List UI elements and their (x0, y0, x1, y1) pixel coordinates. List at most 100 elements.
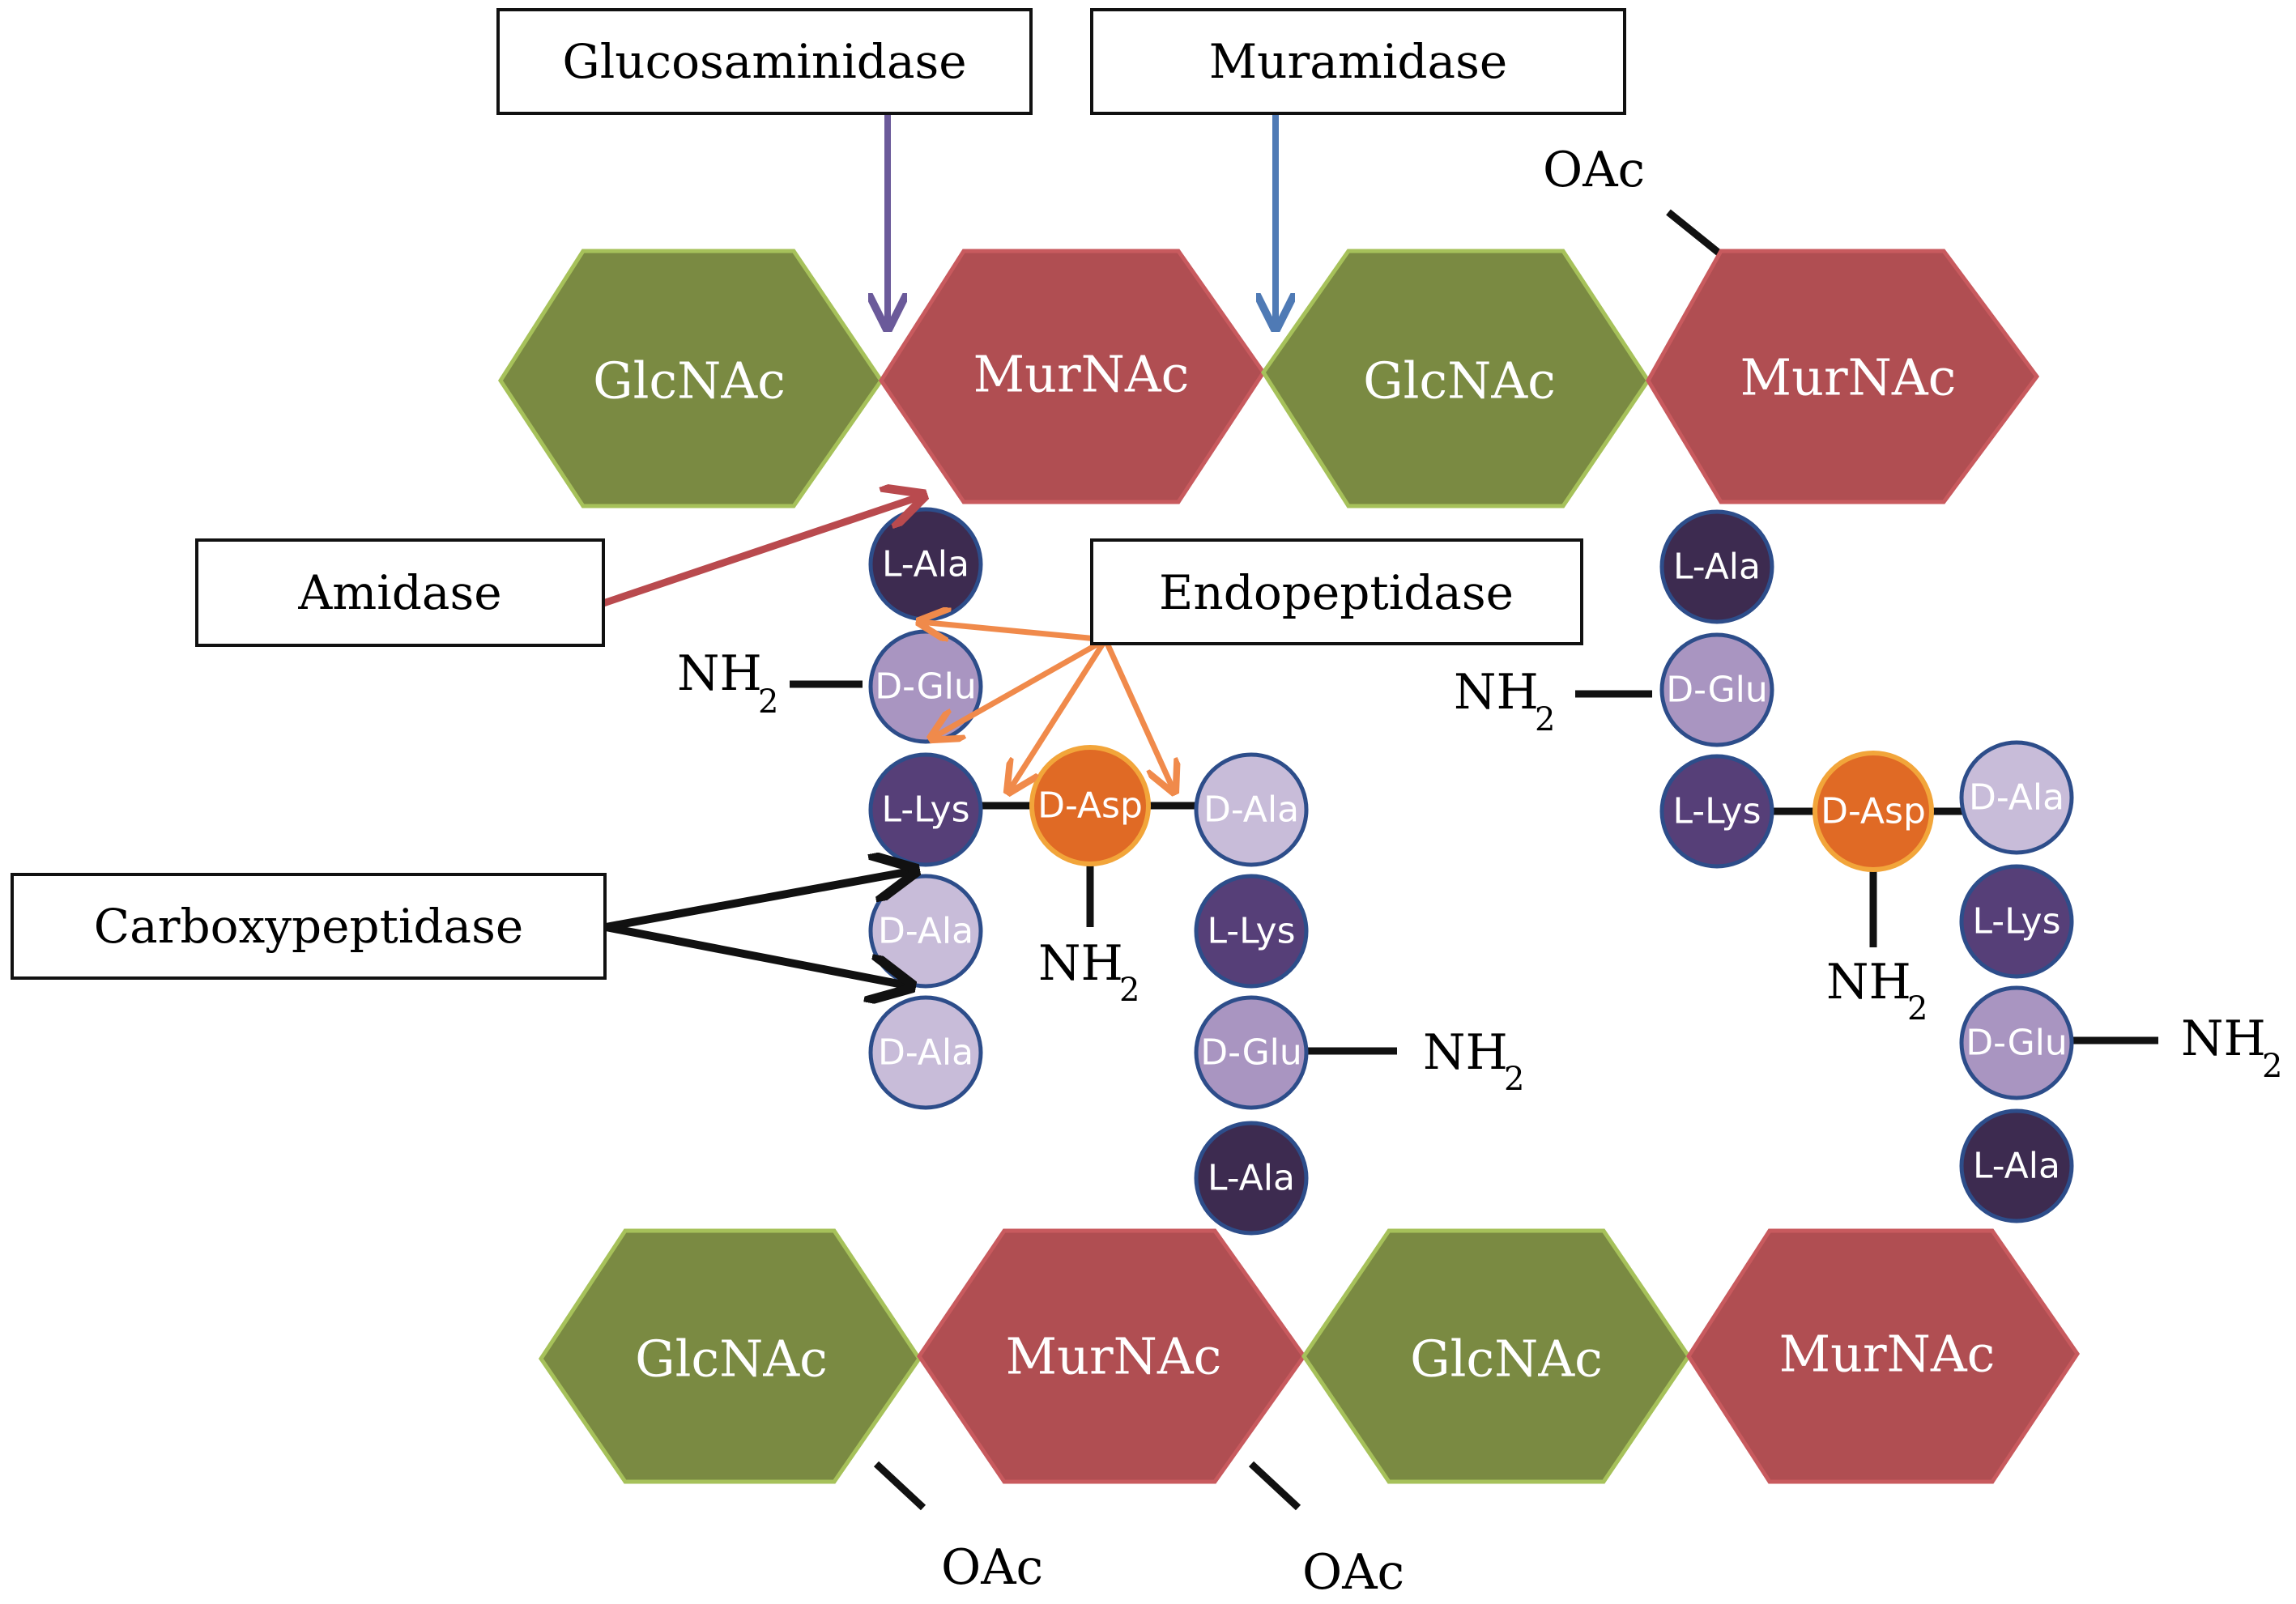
stem-peptide-right-labels: L-Ala D-Glu L-Lys (1666, 547, 1768, 832)
nh-text: NH (1038, 935, 1123, 992)
nh2-label: NH 2 (1454, 664, 1555, 738)
residue-label: L-Lys (881, 789, 969, 831)
glycan-strand-top: GlcNAc MurNAc GlcNAc MurNAc (498, 249, 2040, 508)
murnac-hexagon (1686, 1228, 2081, 1484)
nh-text: NH (1423, 1024, 1508, 1081)
residue-label: D-Glu (1200, 1032, 1302, 1074)
residue-label: L-Lys (1672, 791, 1761, 832)
murnac-label: MurNAc (1006, 1327, 1222, 1386)
residue-l-lys (1659, 754, 1774, 869)
residue-label: D-Glu (1966, 1023, 2068, 1064)
endopeptidase-arrow (931, 636, 1109, 738)
enzyme-box (195, 538, 605, 647)
murnac-label: MurNAc (973, 345, 1190, 404)
cross-peptide-left-labels: D-Ala L-Lys D-Glu L-Ala (1200, 789, 1302, 1199)
residue-label: L-Lys (1207, 911, 1295, 952)
enzyme-box (1090, 538, 1583, 645)
nh2-label: NH 2 (1826, 954, 1928, 1027)
carboxypeptidase-arrow (602, 870, 915, 931)
bond-lines (790, 209, 2158, 1511)
oac-label: OAc (941, 1539, 1043, 1596)
murnac-label: MurNAc (1779, 1325, 1996, 1384)
nh-subscript: 2 (1119, 972, 1139, 1009)
enzyme-label: Endopeptidase (1159, 565, 1514, 620)
residue-l-lys (868, 752, 983, 867)
enzyme-label: Muramidase (1209, 34, 1507, 89)
nh-subscript: 2 (1907, 990, 1928, 1027)
residue-label: D-Ala (1969, 777, 2064, 819)
cross-peptide-left (1194, 752, 1309, 1236)
oac-bond-bottom-2 (1248, 1461, 1301, 1511)
nh-text: NH (1454, 664, 1539, 721)
residue-d-glu (1959, 985, 2074, 1100)
residue-label: D-Ala (878, 911, 973, 952)
residue-label: L-Ala (882, 544, 969, 585)
residue-label: L-Ala (1673, 547, 1761, 588)
nh2-label: NH 2 (1038, 935, 1139, 1009)
residue-label: D-Ala (1203, 789, 1299, 831)
residue-label: L-Lys (1972, 901, 2060, 942)
enzyme-box (496, 8, 1033, 115)
residue-label: D-Ala (878, 1032, 973, 1074)
enzyme-box-glucosaminidase: Glucosaminidase (496, 8, 1033, 115)
oac-bond-top (1666, 209, 1721, 256)
residue-l-ala (1659, 509, 1774, 624)
cross-peptide-right-labels: D-Ala L-Lys D-Glu L-Ala (1966, 777, 2068, 1187)
enzyme-box (11, 873, 607, 980)
glcnac-label: GlcNAc (635, 1330, 828, 1389)
residue-d-glu (1194, 995, 1309, 1110)
residue-d-asp (1813, 751, 1934, 872)
residue-label: D-Glu (875, 666, 977, 708)
enzyme-box (1090, 8, 1626, 115)
residue-label: D-Asp (1821, 791, 1926, 832)
enzyme-box-amidase: Amidase (195, 538, 605, 647)
residue-label: L-Ala (1973, 1146, 2060, 1187)
residue-l-lys (1959, 864, 2074, 979)
nh-text: NH (2181, 1010, 2266, 1067)
nh-subscript: 2 (758, 683, 778, 721)
endopeptidase-arrow (919, 622, 1109, 643)
residue-d-ala (1194, 752, 1309, 867)
glcnac-label: GlcNAc (1363, 351, 1556, 411)
stem-peptide-right (1659, 509, 1774, 869)
nh-subscript: 2 (2262, 1048, 2282, 1085)
residue-l-lys (1194, 874, 1309, 989)
residue-label: D-Glu (1666, 670, 1768, 711)
oac-label: OAc (1543, 142, 1645, 198)
enzyme-label: Amidase (297, 565, 501, 620)
residue-d-glu (1659, 632, 1774, 747)
residue-label: D-Asp (1037, 785, 1143, 827)
residue-d-asp (1029, 745, 1151, 866)
nh2-label: NH 2 (2181, 1010, 2282, 1085)
nh-subscript: 2 (1504, 1061, 1524, 1098)
murnac-hexagon (1646, 249, 2040, 504)
enzyme-label: Glucosaminidase (562, 34, 966, 89)
residue-d-ala (868, 995, 983, 1110)
endopeptidase-arrow (1008, 636, 1109, 792)
oac-bond-bottom-1 (873, 1461, 926, 1511)
residue-l-ala (1959, 1108, 2074, 1223)
stem-peptide-left-labels: L-Ala D-Glu L-Lys D-Ala D-Ala (875, 544, 977, 1074)
residue-l-ala (1194, 1121, 1309, 1236)
carboxypeptidase-arrow (602, 923, 911, 986)
nh-text: NH (1826, 954, 1911, 1010)
enzyme-box-muramidase: Muramidase (1090, 8, 1626, 115)
enzyme-box-endopeptidase: Endopeptidase (1090, 538, 1583, 645)
nh-subscript: 2 (1535, 701, 1555, 738)
endopeptidase-arrow (1102, 636, 1174, 792)
enzyme-label: Carboxypeptidase (94, 899, 523, 954)
glcnac-label: GlcNAc (593, 351, 786, 411)
enzyme-box-carboxypeptidase: Carboxypeptidase (11, 873, 607, 980)
nh2-label: NH 2 (1423, 1024, 1524, 1098)
nh-text: NH (677, 645, 762, 702)
residue-d-ala (1959, 740, 2074, 855)
enzyme-arrows (599, 110, 1276, 986)
glcnac-label: GlcNAc (1410, 1330, 1603, 1389)
nh2-label: NH 2 (677, 645, 778, 721)
residue-label: L-Ala (1208, 1158, 1295, 1199)
murnac-label: MurNAc (1740, 348, 1957, 407)
cross-peptide-right (1959, 740, 2074, 1223)
oac-label: OAc (1302, 1544, 1404, 1601)
amidase-arrow (599, 496, 923, 607)
